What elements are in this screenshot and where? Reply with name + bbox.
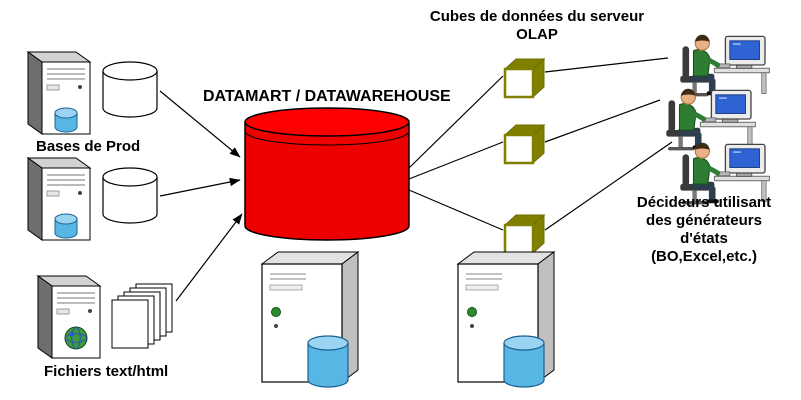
prod-db-cylinder-1-icon [102,61,158,118]
line-cube3-to-decideurs [544,141,673,231]
line-datamart-to-cube3 [408,189,504,231]
olap-cubes-title: Cubes de données du serveur OLAP [422,8,652,44]
decideurs-label: Décideurs utilisant des générateurs d'ét… [610,194,798,266]
prod-db-cylinder-2-icon [102,167,158,224]
db-big-icon [307,335,349,388]
globe-icon [64,326,88,350]
olap-cube-1-icon [503,57,546,99]
line-cube2-to-decideurs [544,99,661,143]
db-big-icon [503,335,545,388]
decideurs-label-line1: Décideurs utilisant [636,194,772,211]
datamart-label: DATAMART / DATAWAREHOUSE [203,88,451,105]
worker-at-computer-icon [680,35,769,96]
document-stack-icon [111,283,173,349]
decideurs-label-line3: d'états [680,230,728,247]
prod-server-1-icon [27,51,91,135]
db-small-icon [54,213,78,239]
arrow-files-to-datamart [175,213,243,302]
worker-at-computer-icon [666,89,755,150]
arrow-bases1-to-datamart [159,90,241,158]
datamart-server-icon [261,251,359,388]
prod-server-2-icon [27,157,91,241]
connector-lines [159,57,673,302]
line-cube1-to-decideurs [544,57,669,73]
decideurs-label-line2: des générateurs [646,212,762,229]
olap-cubes-title-line1: Cubes de données du serveur [429,8,645,25]
files-server-icon [37,275,101,359]
olap-server-icon [457,251,555,388]
fichiers-label: Fichiers text/html [44,363,169,380]
arrow-bases2-to-datamart [159,177,241,197]
olap-cubes-title-line2: OLAP [516,26,558,43]
olap-cube-2-icon [503,123,546,165]
db-small-icon [54,107,78,133]
workers-group [666,35,769,204]
olap-cube-3-icon [503,213,546,255]
line-datamart-to-cube2 [408,141,504,180]
datamart-cylinder-icon [244,107,410,241]
line-datamart-to-cube1 [408,75,504,169]
decideurs-label-line4: (BO,Excel,etc.) [651,248,757,265]
bases-de-prod-label: Bases de Prod [36,138,141,155]
